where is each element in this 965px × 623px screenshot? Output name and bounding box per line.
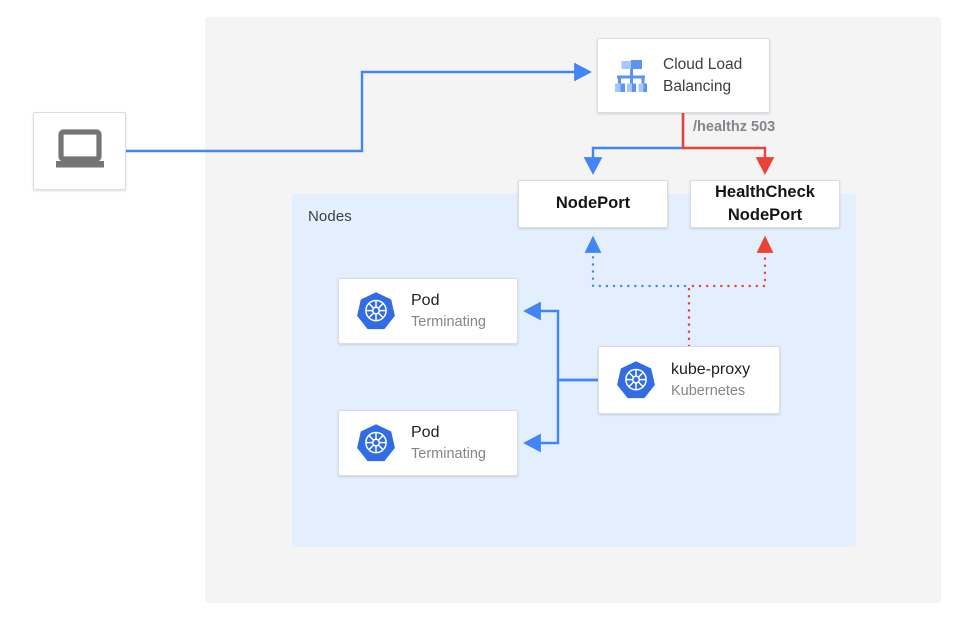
healthcheck-nodeport-label-line-2: NodePort — [727, 206, 803, 224]
client-node[interactable] — [33, 112, 126, 190]
clb-title-line-2: Balancing — [663, 77, 732, 95]
nodeport-node[interactable]: NodePort — [518, 180, 668, 228]
pod-1-label: Pod Terminating — [411, 290, 486, 333]
nodeport-label: NodePort — [555, 194, 631, 213]
pod-node-2[interactable]: Pod Terminating — [338, 410, 518, 476]
kube-proxy-node[interactable]: kube-proxy Kubernetes — [598, 346, 780, 414]
edge-label-healthz-503: /healthz 503 — [693, 119, 776, 135]
nodes-group-label: Nodes — [308, 208, 352, 225]
pod-2-status: Terminating — [411, 445, 486, 462]
pod-1-status: Terminating — [411, 313, 486, 330]
kube-proxy-subtitle: Kubernetes — [671, 382, 746, 399]
clb-title-line-1: Cloud Load — [663, 55, 743, 73]
pod-2-title: Pod — [411, 423, 440, 441]
healthcheck-nodeport-node[interactable]: HealthCheck NodePort — [690, 180, 840, 228]
kube-proxy-label: kube-proxy Kubernetes — [671, 359, 750, 402]
pod-1-title: Pod — [411, 291, 440, 309]
healthcheck-nodeport-label-line-1: HealthCheck — [715, 182, 815, 201]
kubernetes-icon — [355, 422, 397, 464]
laptop-icon — [54, 128, 106, 175]
cloud-load-balancing-node[interactable]: Cloud Load Balancing — [597, 38, 770, 113]
cloud-load-balancing-icon — [609, 54, 653, 98]
kubernetes-icon — [615, 359, 657, 401]
pod-node-1[interactable]: Pod Terminating — [338, 278, 518, 344]
pod-2-label: Pod Terminating — [411, 422, 486, 465]
cloud-load-balancing-label: Cloud Load Balancing — [663, 54, 742, 98]
kube-proxy-title: kube-proxy — [671, 360, 751, 378]
kubernetes-icon — [355, 290, 397, 332]
healthcheck-nodeport-label: HealthCheck NodePort — [691, 181, 839, 228]
